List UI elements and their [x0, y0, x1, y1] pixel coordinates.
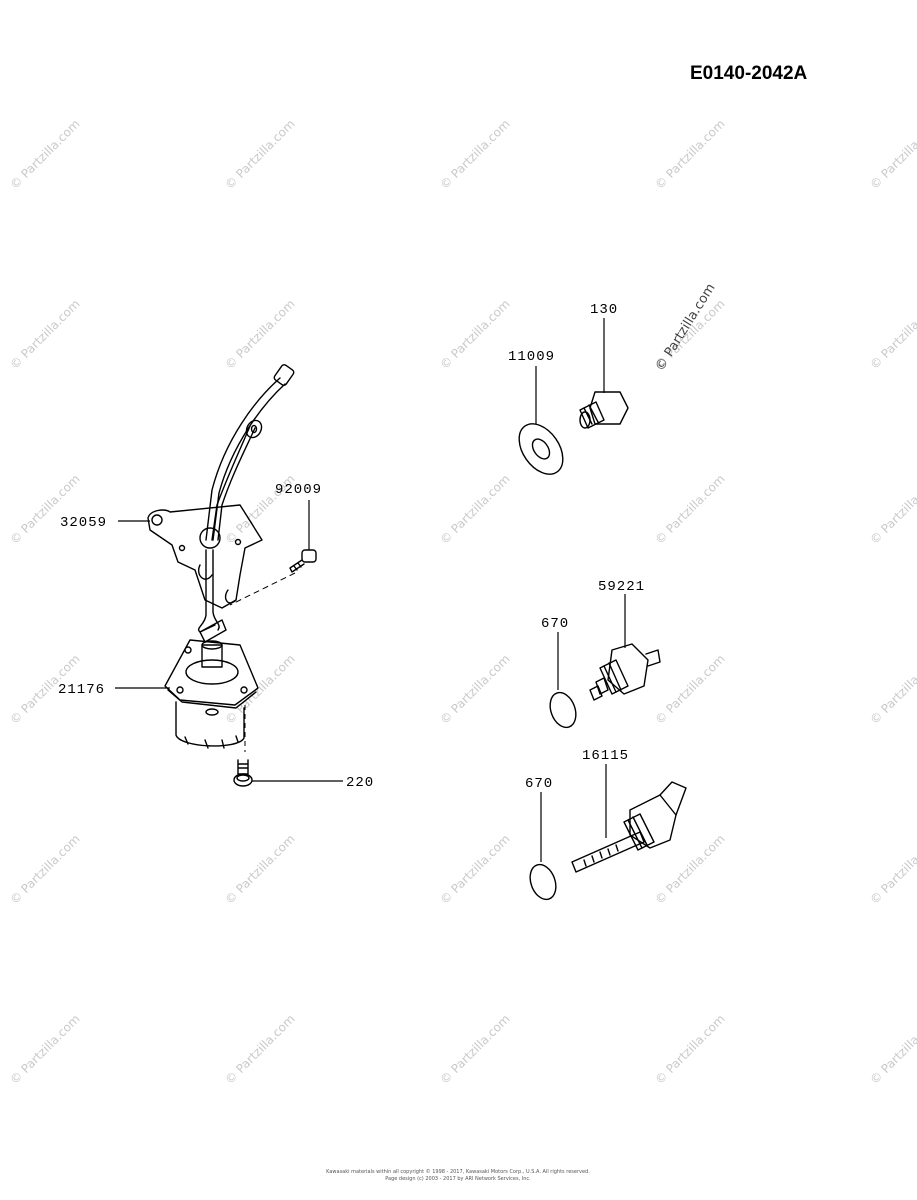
watermark-tile: © Partzilla.com — [652, 117, 727, 192]
bolt-220-drawing — [233, 759, 253, 787]
watermark-tile: © Partzilla.com — [867, 117, 917, 192]
label-130: 130 — [590, 302, 618, 318]
watermark-tile: © Partzilla.com — [222, 652, 297, 727]
label-670-upper: 670 — [541, 616, 569, 632]
oil-switch-21176-drawing — [164, 639, 259, 749]
label-92009: 92009 — [275, 482, 322, 498]
watermark-tile: © Partzilla.com — [867, 832, 917, 907]
label-220: 220 — [346, 775, 374, 791]
watermark-tile: © Partzilla.com — [7, 832, 82, 907]
watermark-tile: © Partzilla.com — [7, 1012, 82, 1087]
watermark-tile: © Partzilla.com — [437, 1012, 512, 1087]
washer-11009-drawing — [518, 423, 564, 475]
watermark-tile: © Partzilla.com — [652, 652, 727, 727]
watermark-tile: © Partzilla.com — [867, 472, 917, 547]
o-ring-670-upper-drawing — [549, 691, 577, 729]
partzilla-watermark: © Partzilla.com — [653, 281, 719, 374]
watermark-tile: © Partzilla.com — [222, 117, 297, 192]
label-32059: 32059 — [60, 515, 107, 531]
o-ring-670-lower-drawing — [529, 863, 557, 901]
label-59221: 59221 — [598, 579, 645, 595]
watermark-tile: © Partzilla.com — [437, 297, 512, 372]
watermark-tile: © Partzilla.com — [222, 1012, 297, 1087]
watermark-tile: © Partzilla.com — [867, 297, 917, 372]
wire-harness-drawing — [205, 364, 295, 541]
valve-59221-drawing — [589, 643, 661, 701]
watermark-tile: © Partzilla.com — [652, 472, 727, 547]
connector-drawing — [197, 549, 227, 643]
label-21176: 21176 — [58, 682, 105, 698]
watermark-tile: © Partzilla.com — [867, 652, 917, 727]
bracket-32059-drawing — [147, 504, 263, 609]
label-16115: 16115 — [582, 748, 629, 764]
watermark-tile: © Partzilla.com — [7, 297, 82, 372]
diagram-code: E0140-2042A — [690, 63, 808, 84]
watermark-tile: © Partzilla.com — [437, 832, 512, 907]
label-670-lower: 670 — [525, 776, 553, 792]
watermark-tile: © Partzilla.com — [867, 1012, 917, 1087]
label-11009: 11009 — [508, 349, 555, 365]
plug-130-drawing — [579, 391, 629, 429]
watermark-tile: © Partzilla.com — [652, 1012, 727, 1087]
watermark-grid: © Partzilla.com © Partzilla.com © Partzill… — [7, 117, 917, 1087]
footer-copyright: Kawasaki materials within all copyright … — [326, 1168, 590, 1175]
watermark-tile: © Partzilla.com — [7, 472, 82, 547]
watermark-tile: © Partzilla.com — [222, 297, 297, 372]
footer-page-design: Page design (c) 2003 - 2017 by ARI Netwo… — [385, 1176, 531, 1182]
watermark-tile: © Partzilla.com — [437, 117, 512, 192]
watermark-tile: © Partzilla.com — [7, 117, 82, 192]
dipstick-16115-drawing — [571, 781, 687, 873]
screw-92009-drawing — [289, 549, 317, 573]
watermark-tile: © Partzilla.com — [437, 652, 512, 727]
watermark-tile: © Partzilla.com — [437, 472, 512, 547]
watermark-tile: © Partzilla.com — [222, 832, 297, 907]
